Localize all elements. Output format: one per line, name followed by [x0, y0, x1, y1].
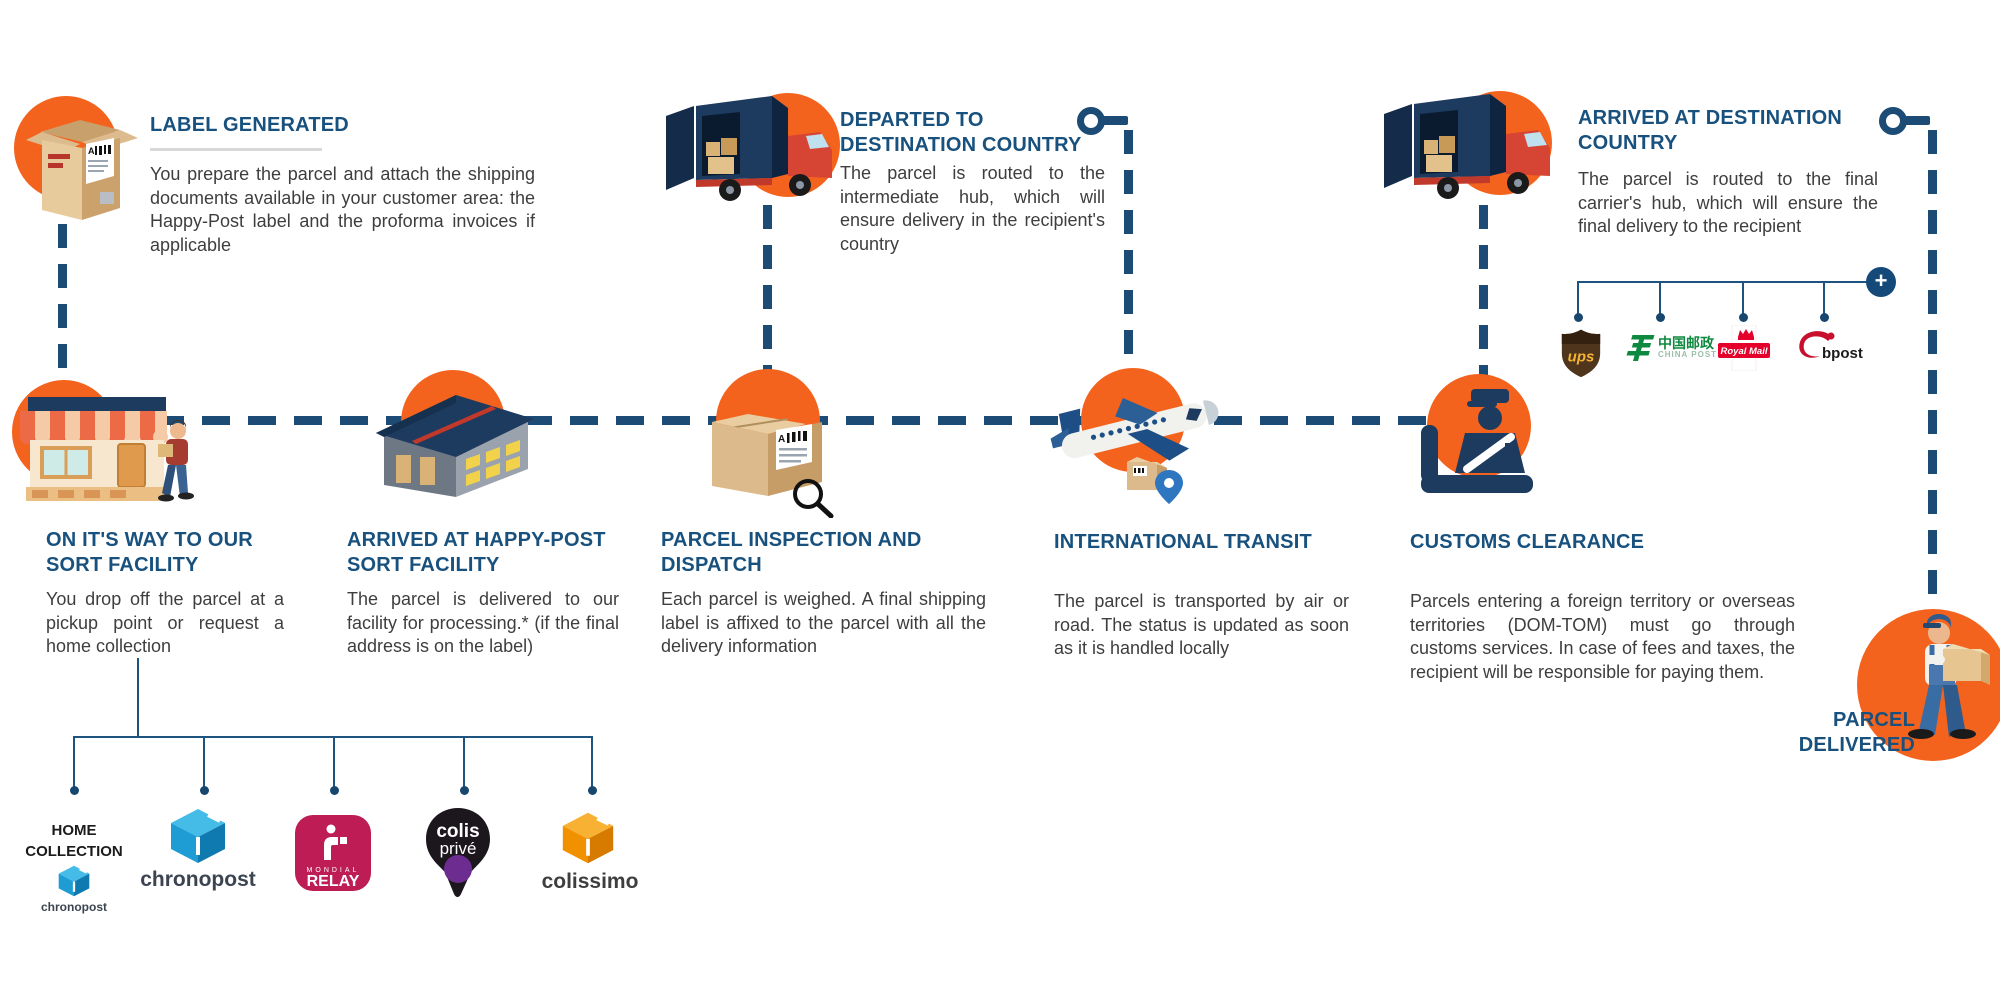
carrier-tree-drop: [1823, 281, 1825, 315]
pickup-tree-drop: [463, 736, 465, 788]
storefront-icon: [20, 397, 194, 502]
connector-dot: [1656, 313, 1665, 322]
step-body-on-its-way: You drop off the parcel at a pickup poin…: [46, 589, 284, 656]
connector-dot: [200, 786, 209, 795]
step-title-arrived-sort-line1: ARRIVED AT HAPPY-POST: [347, 529, 606, 551]
step-title-on-its-way-line2: SORT FACILITY: [46, 554, 199, 576]
airplane-icon: [1050, 397, 1219, 504]
pickup-tree-drop: [591, 736, 593, 788]
warehouse-icon: [376, 395, 534, 497]
colissimo-cube-icon: [562, 812, 614, 864]
connector-truck-to-inspection: [763, 205, 772, 371]
plus-icon: +: [1866, 267, 1896, 297]
step-body-label-generated: You prepare the parcel and attach the sh…: [150, 164, 535, 255]
svg-text:A: A: [778, 434, 785, 445]
step-title-transit: INTERNATIONAL TRANSIT: [1054, 531, 1312, 553]
step-title-departed-line2: DESTINATION COUNTRY: [840, 134, 1082, 156]
chronopost-cube-icon: [58, 865, 90, 897]
step-title-label-generated: LABEL GENERATED: [150, 114, 349, 136]
step-title-delivered-line2: DELIVERED: [1798, 734, 1915, 756]
connector-label-to-shop: [58, 224, 67, 384]
svg-text:colis: colis: [436, 821, 479, 842]
step-title-arrived-destination-line2: COUNTRY: [1578, 132, 1678, 154]
colissimo-label: colissimo: [541, 870, 639, 893]
svg-text:ups: ups: [1568, 348, 1595, 365]
step-body-arrived-destination: The parcel is routed to the final carrie…: [1578, 169, 1878, 236]
pickup-tree-drop: [203, 736, 205, 788]
chronopost-label: chronopost: [140, 868, 256, 891]
truck-icon: [666, 96, 832, 201]
step-title-delivered-line1: PARCEL: [1833, 709, 1915, 731]
step-body-inspection: Each parcel is weighed. A final shipping…: [661, 589, 986, 656]
step-title-arrived-destination-line1: ARRIVED AT DESTINATION: [1578, 107, 1843, 129]
carrier-tree-line: [1578, 281, 1868, 283]
connector-dot: [330, 786, 339, 795]
connector-dot: [1739, 313, 1748, 322]
connector-ring-to-plane: [1124, 130, 1133, 370]
step-title-customs: CUSTOMS CLEARANCE: [1410, 531, 1645, 553]
mondial-relay-logo: MONDIAL RELAY: [295, 815, 371, 891]
svg-text:RELAY: RELAY: [307, 873, 360, 890]
open-box-icon: A: [26, 120, 138, 220]
connector-dot: [70, 786, 79, 795]
china-post-label-en: CHINA POST: [1658, 350, 1718, 359]
step-body-arrived-sort: The parcel is delivered to our facility …: [347, 589, 619, 656]
carrier-tree-drop: [1577, 281, 1579, 315]
connector-dot: [460, 786, 469, 795]
svg-text:MONDIAL: MONDIAL: [307, 867, 360, 874]
connector-truck-to-customs: [1479, 205, 1488, 375]
carrier-tree-drop: [1742, 281, 1744, 315]
connector-dot: [588, 786, 597, 795]
home-collection-label-line2: COLLECTION: [25, 843, 123, 860]
customs-officer-icon: [1421, 389, 1533, 493]
china-post-label-cn: 中国邮政: [1658, 335, 1714, 351]
truck-icon: [1384, 94, 1550, 199]
title-underline: [150, 148, 322, 151]
royal-mail-logo: Royal Mail: [1718, 325, 1770, 371]
step-body-transit: The parcel is transported by air or road…: [1054, 591, 1349, 658]
svg-text:privé: privé: [440, 839, 477, 858]
parcel-magnifier-icon: A: [712, 414, 834, 518]
connector-dot: [1820, 313, 1829, 322]
china-post-logo-icon: [1626, 335, 1655, 361]
step-title-inspection-line1: PARCEL INSPECTION AND: [661, 529, 922, 551]
ups-logo: ups: [1561, 329, 1601, 378]
svg-text:A: A: [88, 146, 95, 156]
step-title-on-its-way-line1: ON IT'S WAY TO OUR: [46, 529, 253, 551]
carrier-tree-drop: [1659, 281, 1661, 315]
connector-dot: [1574, 313, 1583, 322]
pickup-tree-drop: [73, 736, 75, 788]
home-collection-label-line1: HOME: [51, 822, 97, 839]
step-title-inspection-line2: DISPATCH: [661, 554, 762, 576]
home-collection-chronopost-label: chronopost: [41, 900, 107, 914]
step-body-customs: Parcels entering a foreign territory or …: [1410, 591, 1795, 682]
bpost-logo-icon: [1799, 331, 1835, 358]
pickup-tree-stem: [137, 658, 139, 738]
step-body-departed: The parcel is routed to the intermediate…: [840, 163, 1105, 254]
chronopost-cube-icon: [171, 809, 225, 863]
connector-ring-bar: [1905, 116, 1930, 125]
connector-ring-to-delivered: [1928, 130, 1937, 608]
pickup-tree-drop: [333, 736, 335, 788]
svg-text:Royal Mail: Royal Mail: [1721, 346, 1768, 357]
connector-ring-icon: [1879, 107, 1907, 135]
step-title-departed-line1: DEPARTED TO: [840, 109, 984, 131]
step-title-arrived-sort-line2: SORT FACILITY: [347, 554, 500, 576]
bpost-label: bpost: [1822, 345, 1863, 362]
connector-ring-bar: [1103, 116, 1128, 125]
colis-prive-logo: colis privé: [426, 808, 490, 897]
connector-ring-icon: [1077, 107, 1105, 135]
delivery-man-icon: [1908, 614, 1990, 739]
